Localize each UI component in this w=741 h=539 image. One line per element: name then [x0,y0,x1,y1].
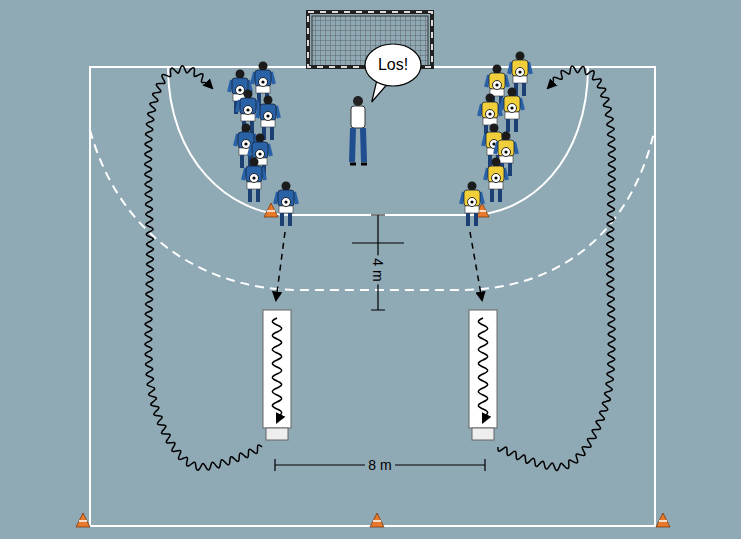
court-boundary [90,67,655,526]
ball [492,174,501,183]
dimension-label: 4 m [370,255,386,284]
court-lines [90,67,655,526]
ball [486,110,495,119]
ball [282,198,291,207]
dribble-path [272,318,281,422]
cone [76,513,90,527]
ball [244,106,253,115]
player-bib [501,88,523,133]
dribble-path [145,66,262,470]
dribble-paths [145,66,616,471]
cone [370,513,384,527]
cone-stripe [659,520,667,522]
ball [236,86,245,95]
cone [264,203,278,217]
ball [250,174,259,183]
ball [242,140,251,149]
goal-area-line [168,67,588,215]
player [243,158,265,203]
dimension-label: 8 m [365,457,394,473]
player [275,182,297,227]
ball [493,81,502,90]
speech-bubble: Los! [365,44,421,86]
dribble-path [478,318,487,422]
ball [516,68,525,77]
speech-text: Los! [365,56,421,74]
ball [508,104,517,113]
cone [656,513,670,527]
player [257,96,279,141]
cones [76,203,670,527]
ball [259,78,268,87]
dribble-path [498,66,615,470]
player-bib [479,94,501,139]
ball [502,148,511,157]
player [237,90,259,135]
player-bib [485,158,507,203]
ball [264,112,273,121]
cone-stripe [373,520,381,522]
run-arrows [276,232,482,300]
coach [350,96,367,164]
cone-stripe [79,520,87,522]
free-throw-line [90,128,655,290]
mats [263,310,497,440]
player-bib [461,182,483,227]
cone-stripe [267,210,275,212]
ball [468,198,477,207]
ball [256,150,265,159]
dimension-lines [275,215,485,471]
